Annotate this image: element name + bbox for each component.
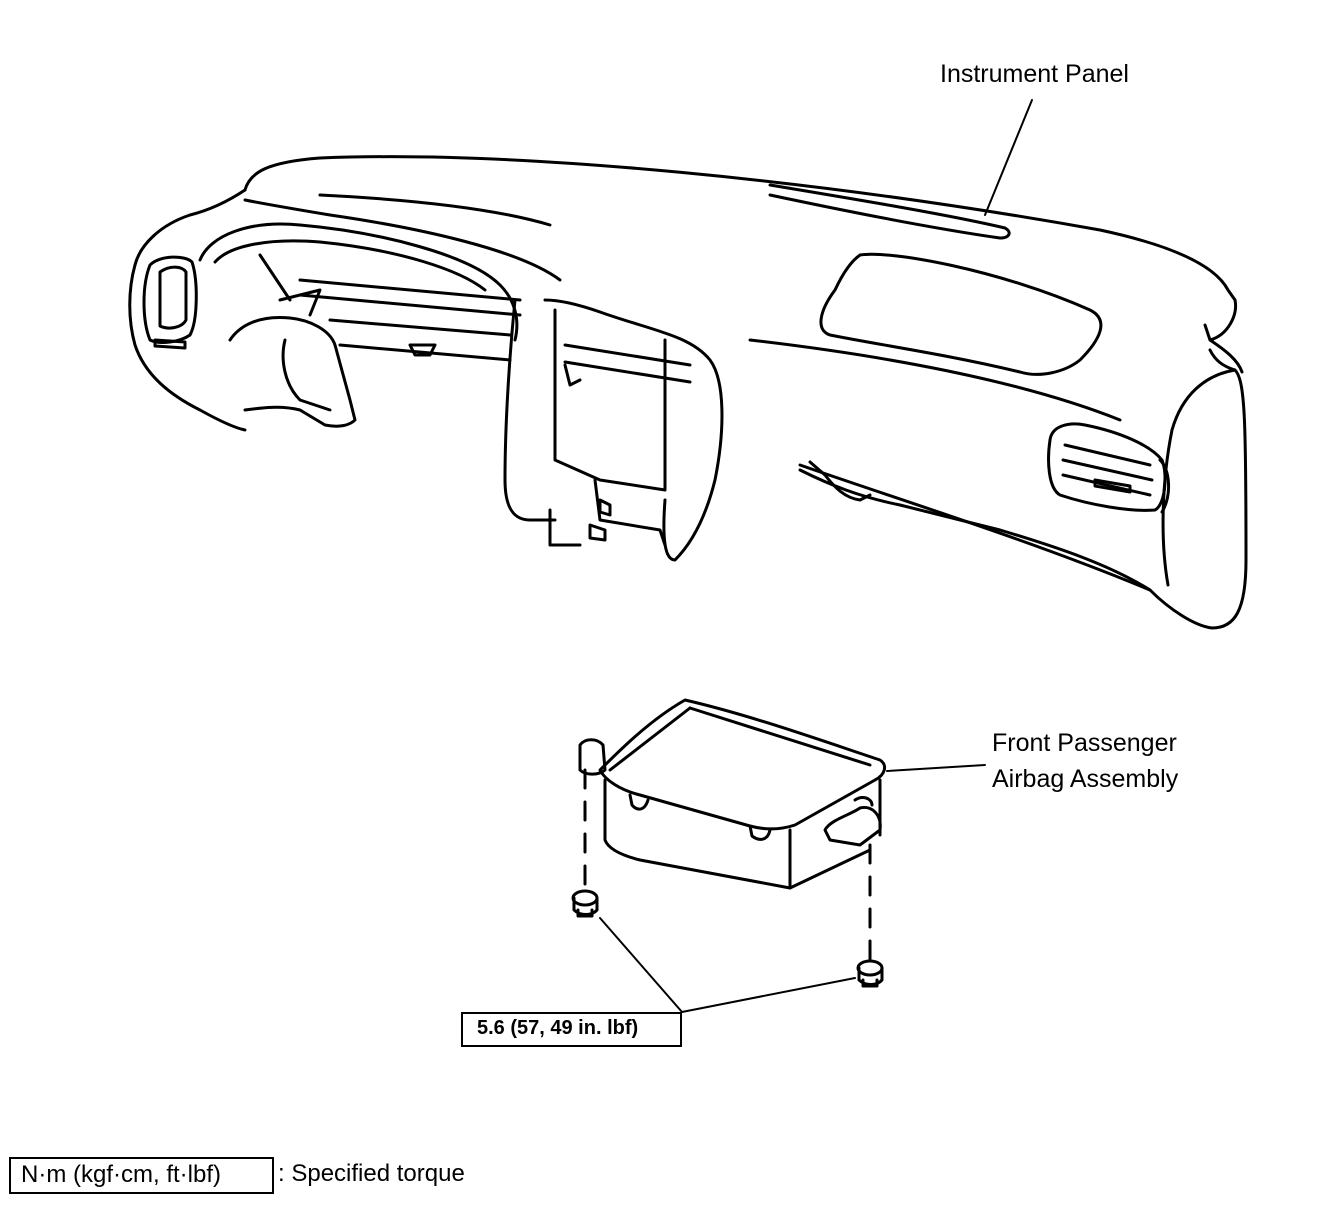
panel-right-end-inner xyxy=(1161,368,1237,587)
center-lower-details xyxy=(588,498,612,542)
left-vent-slot xyxy=(153,338,187,350)
panel-top-edge xyxy=(243,155,1237,302)
panel-right-end xyxy=(1148,348,1248,630)
right-vent-outer xyxy=(1047,422,1167,512)
airbag-assembly-drawing xyxy=(578,698,887,890)
torque-leader-left xyxy=(599,917,683,1013)
airbag-body-bottom xyxy=(788,848,872,890)
left-vent-outer xyxy=(142,255,198,344)
center-stack-frame xyxy=(543,298,724,562)
instrument-panel-drawing xyxy=(128,155,1248,630)
bracket-left xyxy=(408,343,437,357)
crossbar-top xyxy=(298,278,522,317)
airbag-body-left xyxy=(603,778,792,890)
torque-spec-value: 5.6 (57, 49 in. lbf) xyxy=(477,1017,639,1039)
airbag-tabs xyxy=(628,793,772,841)
airbag-leader xyxy=(886,764,986,772)
legend-description: : Specified torque xyxy=(278,1160,465,1187)
airbag-top-inner xyxy=(608,706,872,772)
panel-left-end xyxy=(128,263,247,432)
crossbar-lower xyxy=(328,318,512,362)
panel-left-hood xyxy=(243,198,562,282)
center-stack-bracket xyxy=(563,363,582,387)
legend-units-text: N·m (kgf·cm, ft·lbf) xyxy=(21,1161,221,1188)
right-vent-louvres xyxy=(1061,443,1154,497)
right-vent-knob xyxy=(1093,478,1132,494)
legend-torque-units: N·m (kgf·cm, ft·lbf) xyxy=(9,1157,274,1194)
dash-crease-1 xyxy=(318,193,552,227)
panel-right-tip xyxy=(1203,298,1244,374)
center-lower-bracket xyxy=(548,478,667,547)
panel-lower-edge-2 xyxy=(798,468,1152,592)
instrument-panel-label: Instrument Panel xyxy=(940,60,1129,88)
airbag-top xyxy=(598,698,887,831)
bolt-left xyxy=(571,889,599,918)
bolt-right xyxy=(856,959,884,988)
center-stack-bar xyxy=(563,343,692,384)
left-vent-inner xyxy=(158,265,188,330)
column-opening-inner xyxy=(258,253,322,317)
airbag-label-line1: Front Passenger xyxy=(992,729,1177,757)
cluster-arch-inner xyxy=(213,239,487,292)
glovebox-ledge xyxy=(808,460,872,502)
torque-leader-right xyxy=(681,977,856,1013)
column-opening xyxy=(228,315,357,428)
airbag-label-line2: Airbag Assembly xyxy=(992,765,1179,793)
airbag-door xyxy=(819,252,1103,376)
right-vent-rim xyxy=(1158,458,1170,514)
airbag-flange-right xyxy=(823,805,882,847)
torque-spec-box: 5.6 (57, 49 in. lbf) xyxy=(461,1012,682,1047)
dash-crease-2 xyxy=(748,338,1122,422)
instrument-panel-leader xyxy=(984,99,1033,216)
airbag-flange-right-boss xyxy=(853,796,874,807)
column-shroud xyxy=(281,338,332,412)
center-stack-left xyxy=(503,298,557,522)
defroster-slot xyxy=(768,183,1011,240)
panel-left-top xyxy=(133,188,247,267)
center-stack-inner xyxy=(553,308,667,492)
